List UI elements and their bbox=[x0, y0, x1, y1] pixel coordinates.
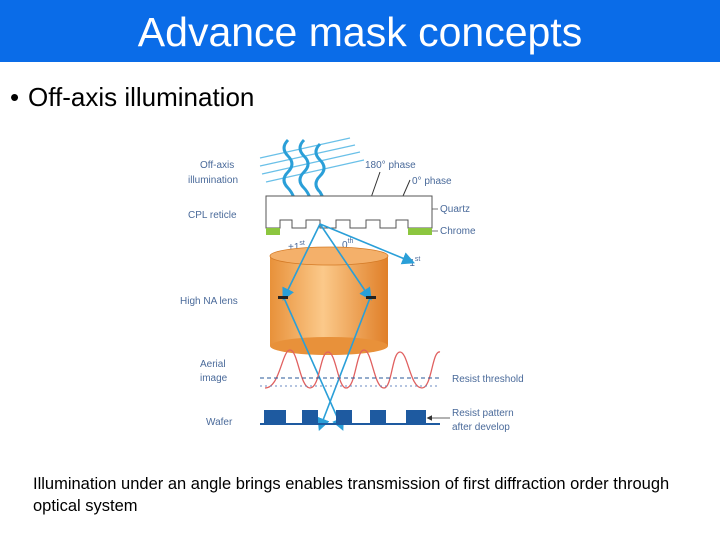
resist-threshold-label: Resist threshold bbox=[452, 374, 524, 385]
diffracted-rays bbox=[282, 223, 415, 431]
bullet-text: Off-axis illumination bbox=[28, 82, 255, 112]
off-axis-label-1: Off-axis bbox=[200, 160, 234, 171]
resist-pattern-label-1: Resist pattern bbox=[452, 408, 514, 419]
resist-pattern-label-2: after develop bbox=[452, 422, 510, 433]
minus1-label: -1st bbox=[406, 256, 420, 269]
plus1-label: +1st bbox=[288, 240, 305, 253]
aerial-intensity-curve bbox=[264, 349, 441, 389]
bullet-item: • Off-axis illumination bbox=[10, 82, 254, 112]
quartz-label: Quartz bbox=[440, 204, 470, 215]
quartz-profile bbox=[265, 195, 433, 229]
resist-pattern bbox=[264, 410, 426, 423]
zero-order-label: 0th bbox=[342, 238, 354, 251]
incoming-light-lines bbox=[259, 137, 365, 183]
caption-text: Illumination under an angle brings enabl… bbox=[33, 475, 670, 515]
slide-title: Advance mask concepts bbox=[137, 9, 583, 55]
chrome-left bbox=[266, 228, 280, 235]
chrome-label: Chrome bbox=[440, 226, 476, 237]
title-bar bbox=[0, 0, 720, 62]
aerial-label-2: image bbox=[200, 373, 228, 384]
phase180-label: 180° phase bbox=[365, 160, 416, 171]
high-na-lens bbox=[269, 246, 389, 355]
off-axis-label-2: illumination bbox=[188, 175, 238, 186]
lens-label: High NA lens bbox=[180, 296, 238, 307]
bullet-dot: • bbox=[10, 82, 20, 112]
cpl-reticle-label: CPL reticle bbox=[188, 210, 237, 221]
wafer-label: Wafer bbox=[206, 417, 233, 428]
chrome-right bbox=[408, 228, 432, 235]
off-axis-diagram: Off-axis illumination 180° phase 0° phas… bbox=[180, 137, 524, 433]
aerial-label-1: Aerial bbox=[200, 359, 226, 370]
phase0-label: 0° phase bbox=[412, 176, 452, 187]
